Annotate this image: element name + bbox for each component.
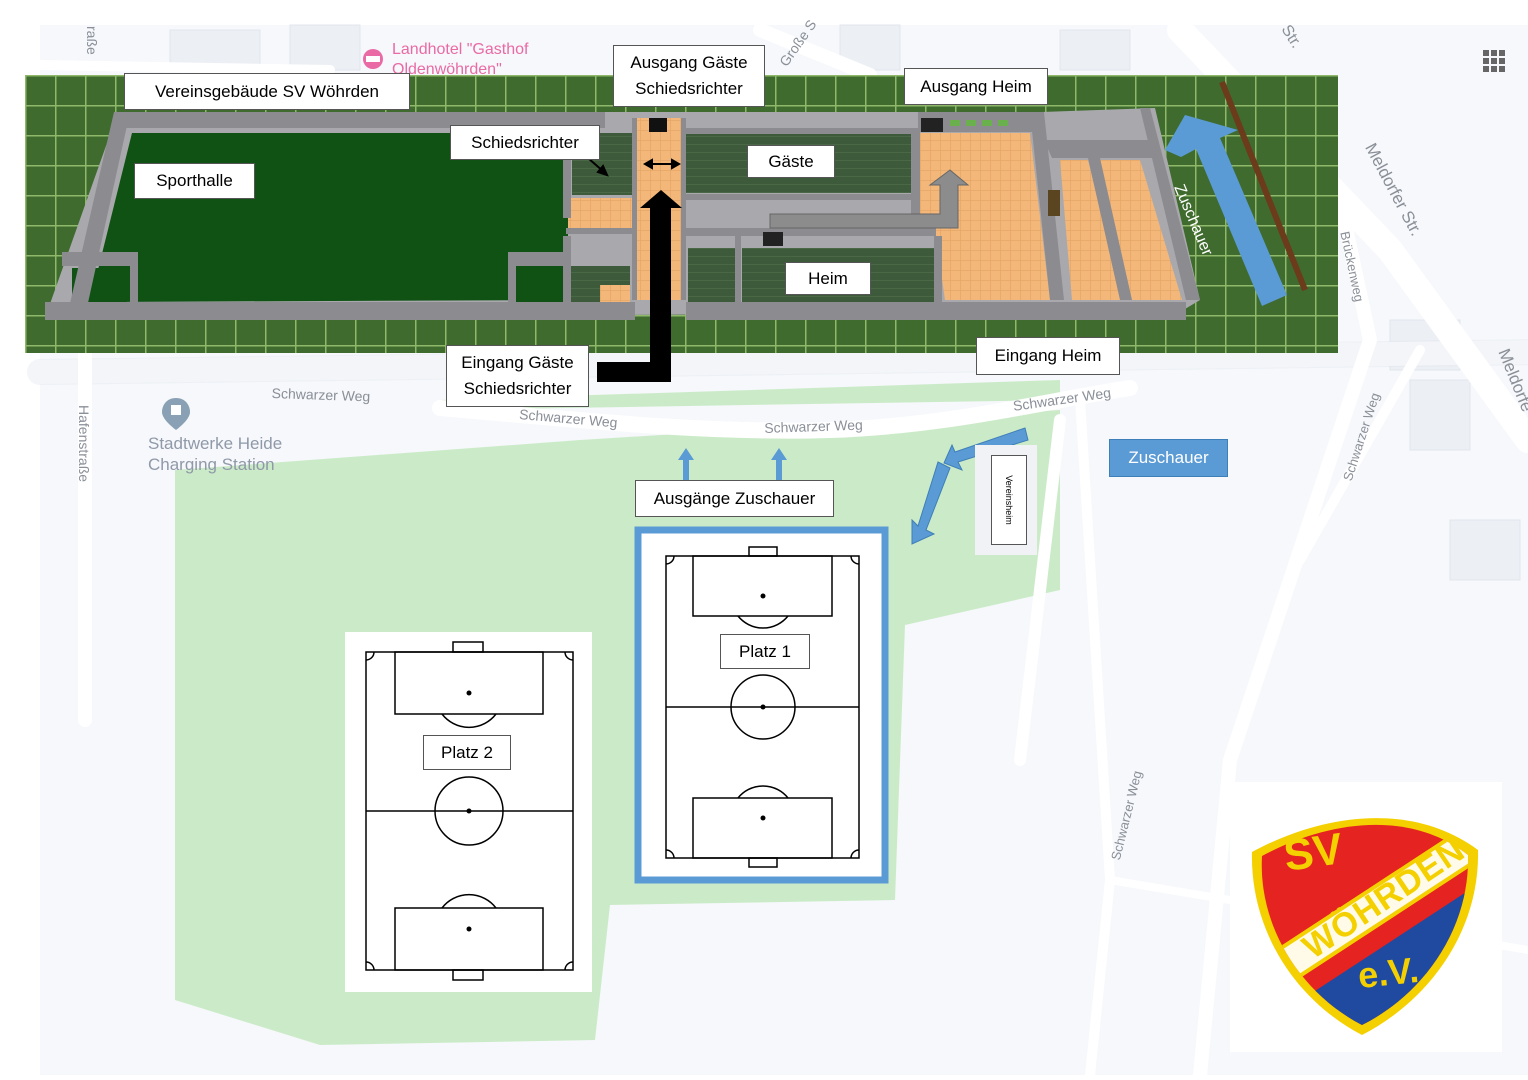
small-pointer-arrow (587, 157, 609, 177)
zuschauer-box: Zuschauer (1109, 439, 1228, 477)
gaeste-label: Gäste (747, 145, 835, 178)
street-label-top-left: raße (84, 26, 100, 55)
path-strip (440, 380, 1060, 410)
double-arrow-icon (642, 158, 682, 170)
eingang-heim-label: Eingang Heim (976, 337, 1120, 375)
apps-grid-icon[interactable] (1483, 50, 1505, 72)
street-label-hafenstrasse: Hafenstraße (76, 405, 92, 483)
street-network (27, 17, 1528, 1080)
logo-text-ev: e.V. (1355, 948, 1421, 997)
street-label-schwarzer-weg-3: Schwarzer Weg (764, 416, 864, 436)
charging-station-label[interactable]: Stadtwerke Heide Charging Station (148, 434, 283, 474)
schiedsrichter-label: Schiedsrichter (450, 125, 600, 160)
club-building (45, 108, 1200, 320)
platz-2[interactable] (345, 632, 592, 992)
eingang-gaeste-label: Eingang Gäste Schiedsrichter (446, 345, 589, 407)
zuschauer-arrow (1165, 115, 1287, 306)
street-label-schwarzer-weg-1: Schwarzer Weg (271, 385, 371, 405)
ausgang-heim-label: Ausgang Heim (904, 68, 1048, 105)
charging-station-icon[interactable] (162, 398, 190, 430)
vereinsheim-label-box: Vereinsheim (991, 455, 1027, 545)
ausgaenge-zuschauer-label: Ausgänge Zuschauer (635, 480, 834, 517)
heim-label: Heim (785, 262, 871, 295)
fence (1219, 80, 1308, 292)
vereinsheim-label: Vereinsheim (1004, 475, 1014, 525)
platz-2-label: Platz 2 (423, 735, 511, 770)
logo-text-sv: SV (1280, 824, 1346, 881)
building-title-label: Vereinsgebäude SV Wöhrden (124, 73, 410, 110)
gray-route-arrow (769, 169, 970, 229)
club-logo (1230, 782, 1502, 1052)
hotel-icon[interactable] (363, 49, 383, 69)
black-entrance-arrow (597, 190, 682, 382)
sporthalle-label: Sporthalle (134, 163, 255, 199)
hotel-label[interactable]: Landhotel "Gasthof Oldenwöhrden" (392, 41, 529, 78)
platz-1[interactable] (634, 526, 889, 884)
platz-1-label: Platz 1 (720, 634, 810, 669)
exit-arrows (678, 448, 787, 480)
ausgang-gaeste-label: Ausgang Gäste Schiedsrichter (613, 45, 765, 107)
